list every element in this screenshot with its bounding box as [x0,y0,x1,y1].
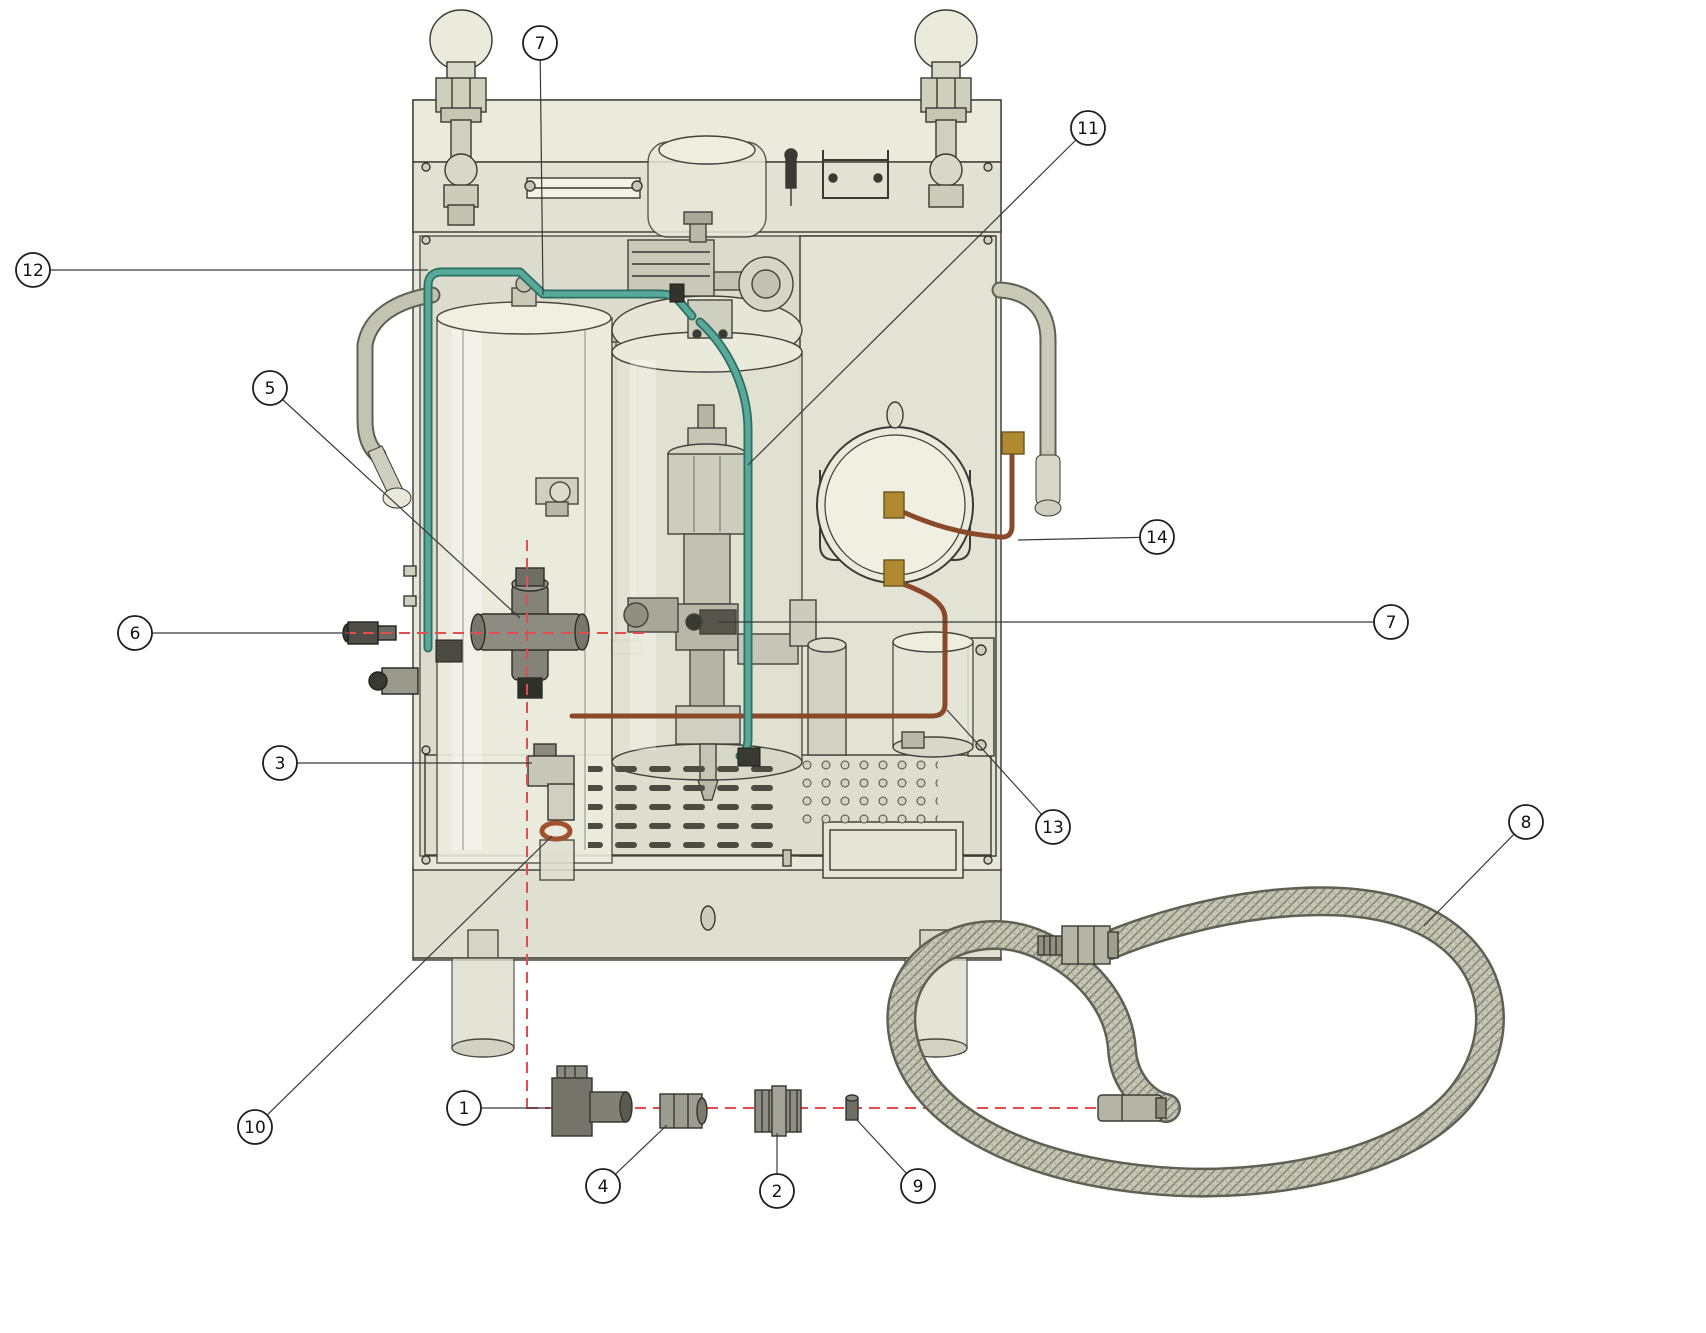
center-boiler [611,135,847,801]
callout-bubble [1139,519,1175,555]
leader-line [282,399,521,619]
callout-drain-elbow: 3 [262,745,532,781]
leader-line [266,835,553,1116]
leader-line [539,59,544,296]
callout-bubble [900,1168,936,1204]
teal-tubing [423,267,761,767]
callout-number: 12 [22,261,44,281]
callout-seal-washer: 9 [855,1118,936,1204]
callout-copper-line-upper: 14 [1017,519,1175,555]
callout-number: 7 [535,34,546,54]
callout-threaded-nipple: 2 [759,1133,795,1209]
callout-bubble [522,25,558,61]
callout-teal-tube-upper-bend: 12 [15,252,428,288]
capacitor-cylinder [892,631,974,758]
callout-boiler-valve: 7 [718,604,1409,640]
callout-braided-hose: 8 [1423,804,1544,927]
right-outlet-pipe [991,281,1062,517]
callout-number: 11 [1077,119,1099,139]
callout-number: 4 [598,1177,609,1197]
leader-line [747,139,1077,466]
copper-tubing [569,431,1025,719]
callout-o-ring: 10 [237,835,553,1145]
callout-bubble [446,1090,482,1126]
callout-number: 8 [1521,813,1532,833]
leader-line [946,709,1043,815]
leader-line [614,1124,668,1175]
callout-bubble [585,1168,621,1204]
leader-line [855,1118,907,1174]
callout-number: 5 [265,379,276,399]
loose-parts [551,1065,859,1137]
callout-bubble [759,1173,795,1209]
callout-left-elbow-fitting: 6 [117,615,350,651]
steam-valve-knobs [429,9,978,226]
leader-line [1017,536,1141,541]
callout-bubble [1508,804,1544,840]
drain-elbow [527,743,575,881]
callout-bubble [252,370,288,406]
vent-grids [588,756,938,854]
callout-bubble [262,745,298,781]
centerlines [345,540,1145,1115]
callout-number: 7 [1386,613,1397,633]
callout-number: 6 [130,624,141,644]
callout-bubble [1070,110,1106,146]
callout-cross-fitting: 5 [252,370,521,619]
callout-copper-line-lower: 13 [946,709,1071,845]
hose-ferrule [1097,1094,1167,1122]
left-steam-wand [356,286,441,509]
callout-inlet-elbow: 1 [446,1090,550,1126]
callout-number: 3 [275,754,286,774]
braided-hose [886,886,1505,1198]
callout-bubble [1373,604,1409,640]
callout-number: 13 [1042,818,1064,838]
callout-bubble [1035,809,1071,845]
callout-teal-tube-top: 7 [522,25,558,296]
leader-line [1423,833,1515,927]
callout-bubble [237,1109,273,1145]
callout-number: 14 [1146,528,1168,548]
callout-teal-tube-riser: 11 [747,110,1106,466]
callout-number: 1 [459,1099,470,1119]
callout-hex-nut: 4 [585,1124,668,1204]
callout-bubble [117,615,153,651]
callout-number: 2 [772,1182,783,1202]
callout-bubble [15,252,51,288]
hose-hex-fitting [1037,925,1119,965]
o-ring [539,820,573,842]
callout-number: 9 [913,1177,924,1197]
callout-number: 10 [244,1118,266,1138]
